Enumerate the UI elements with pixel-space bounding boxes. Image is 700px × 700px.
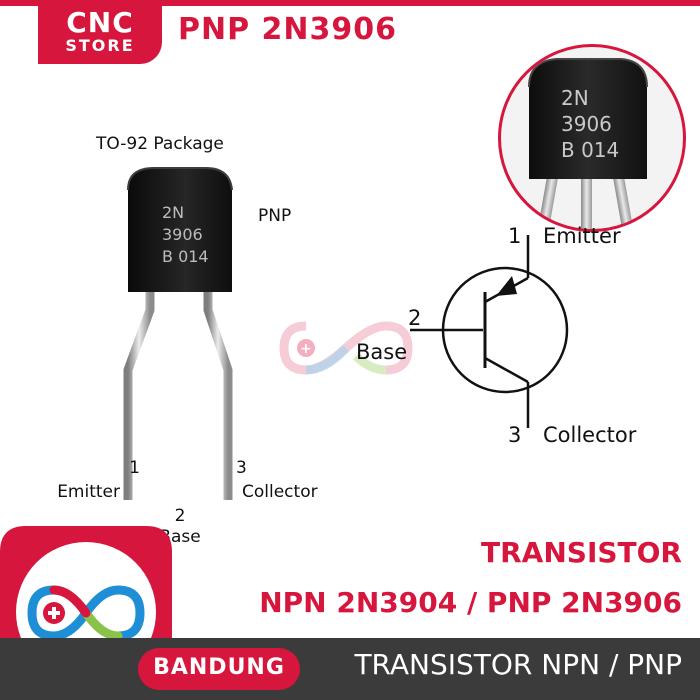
store-logo-icon <box>27 585 145 641</box>
symbol-pin2-name: Base <box>356 340 408 364</box>
photo-pin2-number: 2 <box>174 506 186 526</box>
photo-pin3-name: Collector <box>242 482 318 502</box>
brand-logo-line2: STORE <box>65 36 135 55</box>
transistor-photo: 2N 3906 B 014 <box>123 167 233 500</box>
emitter-lead <box>123 288 155 500</box>
transistor-body <box>128 168 232 292</box>
footer-dark-band <box>0 638 700 700</box>
zoom-marking-line1: 2N <box>561 86 589 110</box>
symbol-pin3-number: 3 <box>508 423 522 447</box>
photo-pin3-number: 3 <box>236 458 247 478</box>
collector-lead <box>203 288 233 500</box>
brand-logo: CNC STORE <box>38 0 162 64</box>
symbol-pin1-number: 1 <box>508 224 522 248</box>
symbol-pin2-number: 2 <box>408 306 422 330</box>
svg-text:+: + <box>300 341 312 357</box>
page-title: PNP 2N3906 <box>178 12 398 47</box>
type-label: PNP <box>258 206 292 226</box>
brand-logo-line1: CNC <box>66 6 134 39</box>
package-label: TO-92 Package <box>96 134 224 154</box>
pnp-transistor-symbol <box>410 235 569 428</box>
photo-pin1-number: 1 <box>129 458 140 478</box>
body-marking-line3: B 014 <box>162 247 209 266</box>
zoom-marking-line2: 3906 <box>561 112 612 136</box>
symbol-pin1-name: Emitter <box>543 224 621 248</box>
footer-title-line2: NPN 2N3904 / PNP 2N3906 <box>259 586 682 619</box>
body-marking-line1: 2N <box>162 203 184 222</box>
package-closeup-image: 2N 3906 B 014 <box>528 58 648 229</box>
footer-title-line1: TRANSISTOR <box>481 536 682 569</box>
symbol-pin3-name: Collector <box>543 423 637 447</box>
zoom-marking-line3: B 014 <box>561 138 619 162</box>
location-badge: BANDUNG <box>138 648 300 690</box>
body-marking-line2: 3906 <box>162 225 203 244</box>
package-zoom-circle: 2N 3906 B 014 <box>498 44 686 232</box>
footer-band-text: TRANSISTOR NPN / PNP <box>354 648 682 681</box>
location-badge-label: BANDUNG <box>153 655 285 680</box>
watermark-logo: + <box>279 321 413 375</box>
header-accent-strip <box>0 0 700 6</box>
photo-pin1-name: Emitter <box>57 482 120 502</box>
